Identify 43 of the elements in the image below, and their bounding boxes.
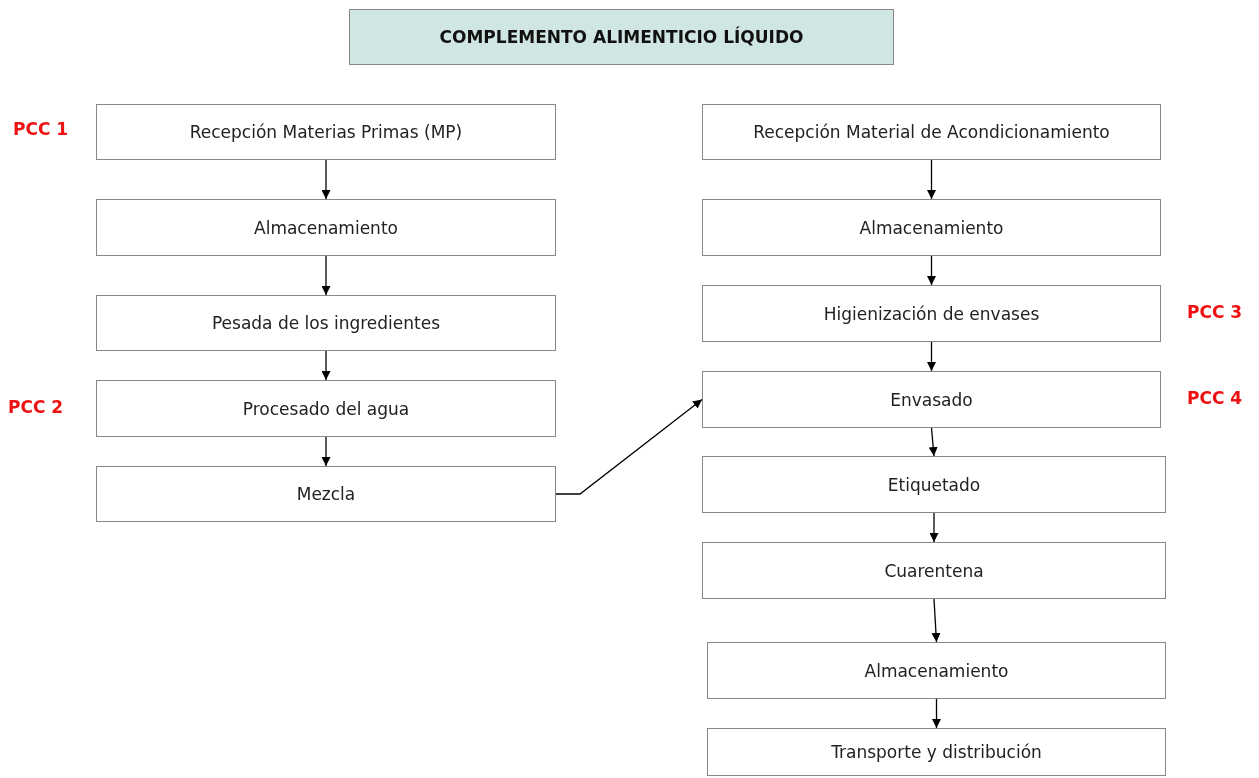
process-box xyxy=(702,104,1161,160)
step-label: Recepción Materias Primas (MP) xyxy=(189,122,463,142)
step-label: Mezcla xyxy=(296,484,356,504)
arrow xyxy=(927,341,936,372)
process-box xyxy=(702,542,1166,599)
arrow xyxy=(321,350,331,381)
title-box: COMPLEMENTO ALIMENTICIO LÍQUIDO xyxy=(349,9,894,65)
process-box xyxy=(702,285,1161,342)
arrow xyxy=(321,436,331,467)
ccp-label: PCC 4 xyxy=(1187,388,1243,408)
process-box xyxy=(702,371,1161,428)
step-label: Pesada de los ingredientes xyxy=(211,313,441,333)
step-label: Envasado xyxy=(890,389,973,410)
arrow xyxy=(928,427,938,457)
process-box xyxy=(702,456,1166,513)
arrow xyxy=(321,159,331,200)
process-box xyxy=(96,104,556,160)
process-box xyxy=(96,295,556,351)
step-label: Almacenamiento xyxy=(254,217,398,238)
step-label: Etiquetado xyxy=(887,474,981,495)
step-label: Almacenamiento xyxy=(864,660,1009,681)
arrow xyxy=(929,512,939,543)
step-label: Procesado del agua xyxy=(242,398,410,419)
step-label: Transporte y distribución xyxy=(831,742,1042,762)
process-box xyxy=(96,466,556,522)
process-box xyxy=(96,199,556,256)
arrow xyxy=(555,398,703,495)
arrow xyxy=(932,698,941,729)
arrow xyxy=(927,255,936,286)
ccp-label: PCC 3 xyxy=(1187,302,1243,322)
step-label: Almacenamiento xyxy=(859,217,1004,238)
step-label: Recepción Material de Acondicionamiento xyxy=(753,122,1110,142)
arrow xyxy=(931,598,941,643)
ccp-label: PCC 2 xyxy=(8,397,64,417)
arrow xyxy=(927,159,936,200)
process-box xyxy=(707,728,1166,776)
arrow xyxy=(321,255,331,296)
step-label: Higienización de envases xyxy=(823,303,1040,324)
step-label: Cuarentena xyxy=(884,560,984,581)
process-box xyxy=(707,642,1166,699)
ccp-label: PCC 1 xyxy=(13,119,69,139)
process-box xyxy=(702,199,1161,256)
process-box xyxy=(96,380,556,437)
